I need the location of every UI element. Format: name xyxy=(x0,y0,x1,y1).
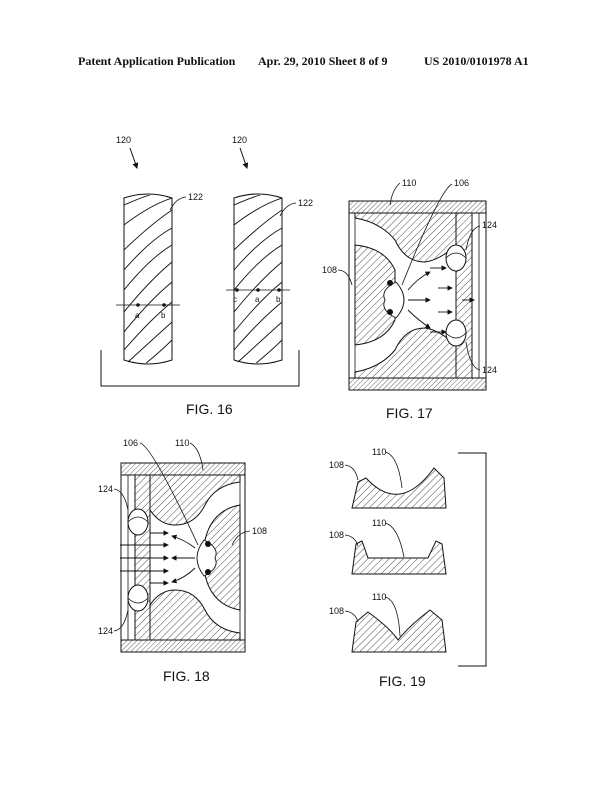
fig19-ref-body-3: 108 xyxy=(329,606,344,616)
fig19-ref-surface-1: 110 xyxy=(372,447,386,457)
fig18-ref-nozzle: 106 xyxy=(123,438,138,448)
fig18-ref-shell: 110 xyxy=(175,438,189,448)
fig16-roller-right: c a b xyxy=(226,193,290,365)
fig18-shell-bottom xyxy=(120,639,246,653)
fig18-ref-ring-bottom: 124 xyxy=(98,626,113,636)
fig16-bracket xyxy=(100,350,300,387)
fig17-ref-ring-bottom: 124 xyxy=(482,365,497,375)
fig17-body xyxy=(354,244,396,346)
fig18: 106 110 124 108 124 FIG. 18 xyxy=(98,438,267,684)
header-publication: Patent Application Publication xyxy=(78,54,236,68)
fig18-shell-top xyxy=(120,462,246,476)
fig16-roller-left: a b xyxy=(116,193,180,365)
fig17-ref-ring-top: 124 xyxy=(482,220,497,230)
header-patent-number: US 2010/0101978 A1 xyxy=(424,54,529,68)
fig19-ref-surface-3: 110 xyxy=(372,592,386,602)
fig16-ref-roller-right: 120 xyxy=(232,135,247,145)
fig16-ref-groove-right: 122 xyxy=(298,198,313,208)
fig17-shell-bottom xyxy=(348,377,487,391)
fig18-ref-body: 108 xyxy=(252,526,267,536)
fig16: 120 120 a b 122 xyxy=(100,135,313,417)
fig19-ref-body-1: 108 xyxy=(329,460,344,470)
fig17-ref-body: 108 xyxy=(322,265,337,275)
fig19-caption: FIG. 19 xyxy=(379,673,426,689)
fig16-mark-right-c: c xyxy=(233,295,237,304)
fig19-profile-3: 108 110 xyxy=(329,592,447,653)
fig18-ref-ring-top: 124 xyxy=(98,484,113,494)
fig16-ref-groove-left: 122 xyxy=(188,192,203,202)
fig18-caption: FIG. 18 xyxy=(163,668,210,684)
fig16-mark-right-a: a xyxy=(255,295,260,304)
fig19-ref-body-2: 108 xyxy=(329,530,344,540)
fig19-profile-1: 108 110 xyxy=(329,447,447,509)
fig16-mark-right-b: b xyxy=(276,295,281,304)
fig19-profile-2: 108 110 xyxy=(329,518,447,575)
fig19-bracket xyxy=(458,452,487,667)
fig16-ref-roller-left: 120 xyxy=(116,135,131,145)
fig17: 110 106 108 124 124 FIG. 17 xyxy=(322,178,497,421)
fig16-caption: FIG. 16 xyxy=(186,401,233,417)
fig17-caption: FIG. 17 xyxy=(386,405,433,421)
header-date-sheet: Apr. 29, 2010 Sheet 8 of 9 xyxy=(258,54,388,68)
fig19: 108 110 108 110 108 110 FIG. 19 xyxy=(329,447,487,689)
fig17-ref-nozzle: 106 xyxy=(454,178,469,188)
fig19-ref-surface-2: 110 xyxy=(372,518,386,528)
fig16-mark-left-a: a xyxy=(135,311,140,320)
fig16-mark-left-b: b xyxy=(161,311,166,320)
fig17-ref-shell: 110 xyxy=(402,178,416,188)
fig17-shell-top xyxy=(348,200,487,214)
